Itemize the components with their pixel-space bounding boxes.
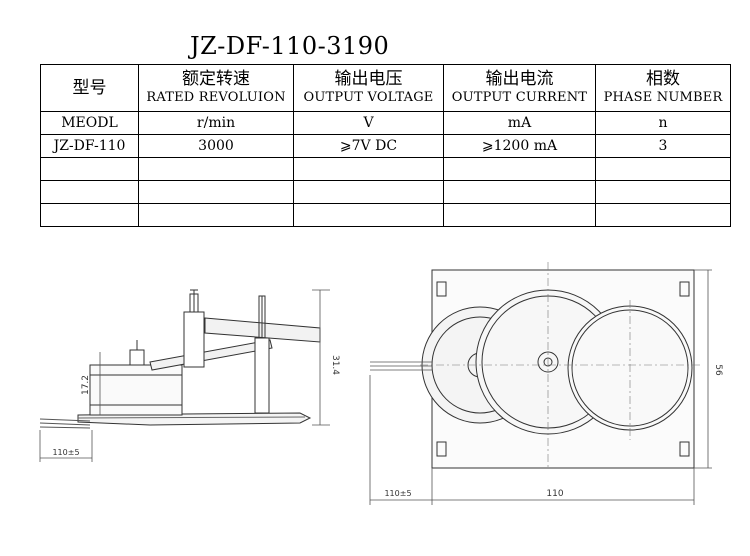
table-cell xyxy=(40,157,139,181)
top-view-centerlines xyxy=(420,262,700,470)
unit-cell: V xyxy=(293,111,444,135)
table-row xyxy=(40,157,731,181)
top-view-wires xyxy=(370,361,432,371)
dim-label-lead-top: 110±5 xyxy=(384,489,411,498)
table-cell xyxy=(293,203,444,227)
table-cell: ⩾7V DC xyxy=(293,134,444,158)
table-cell xyxy=(138,157,294,181)
table-cell xyxy=(138,203,294,227)
units-row: MEODL r/min V mA n xyxy=(40,111,731,135)
table-cell xyxy=(40,180,139,204)
table-row xyxy=(40,180,731,204)
table-cell xyxy=(595,203,731,227)
table-cell xyxy=(40,203,139,227)
table-cell xyxy=(595,180,731,204)
unit-cell: MEODL xyxy=(40,111,139,135)
table-cell xyxy=(293,157,444,181)
document-title: JZ-DF-110-3190 xyxy=(190,32,390,60)
table-cell xyxy=(443,203,596,227)
table-cell xyxy=(595,157,731,181)
dim-label-lead-side: 110±5 xyxy=(52,448,79,457)
dim-label-110: 110 xyxy=(546,489,563,499)
header-model: 型号 xyxy=(40,64,139,112)
table-row xyxy=(40,203,731,227)
top-view-drawing xyxy=(421,269,695,469)
table-cell: ⩾1200 mA xyxy=(443,134,596,158)
top-view-dimensions xyxy=(369,269,712,505)
unit-cell: mA xyxy=(443,111,596,135)
table-cell xyxy=(443,180,596,204)
dim-label-17-2: 17.2 xyxy=(81,375,91,395)
side-view-dimensions xyxy=(39,289,330,462)
table-cell: JZ-DF-110 xyxy=(40,134,139,158)
dim-label-31-4: 31.4 xyxy=(330,355,340,375)
table-row: JZ-DF-110 3000 ⩾7V DC ⩾1200 mA 3 xyxy=(40,134,731,158)
dim-label-56: 56 xyxy=(713,364,723,376)
side-view-drawing xyxy=(39,289,321,429)
